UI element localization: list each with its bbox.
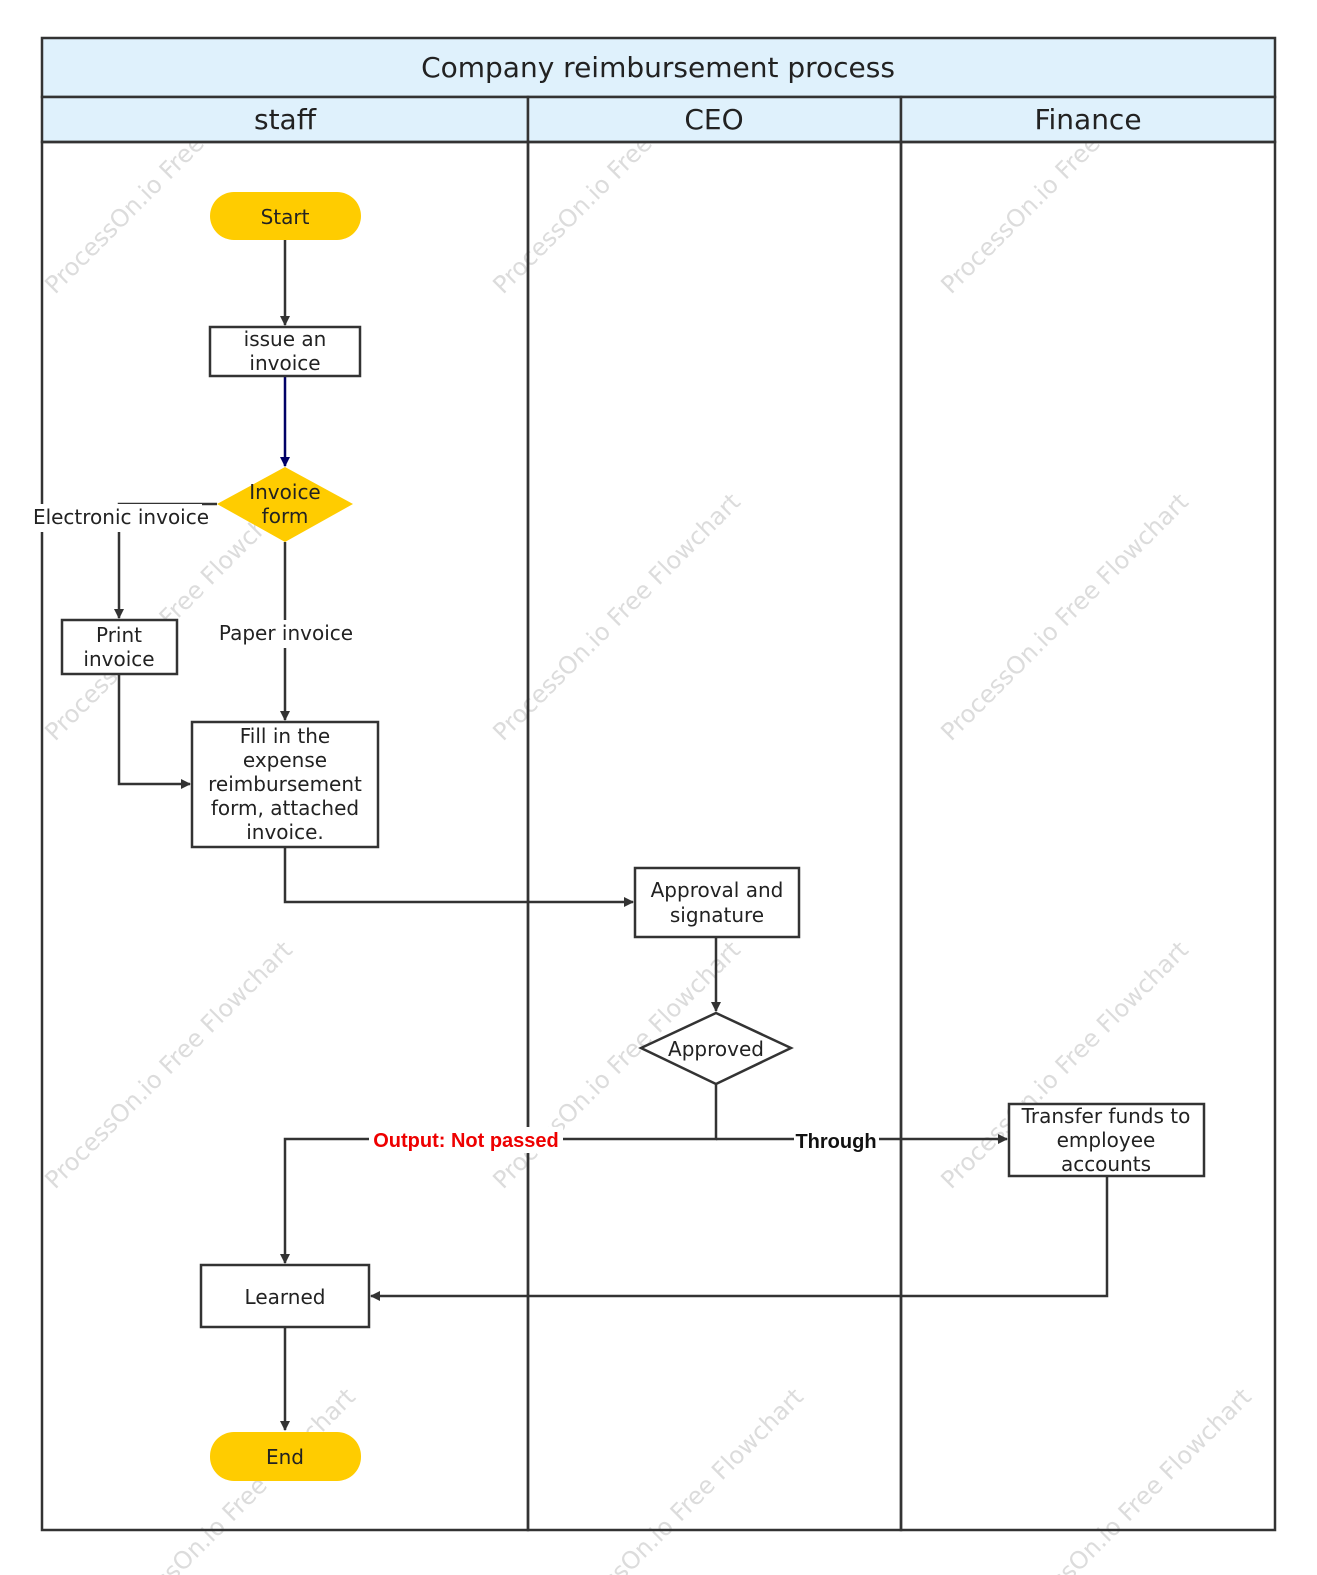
- lane-label-finance: Finance: [1034, 103, 1141, 136]
- process-approval-signature: [633, 866, 801, 939]
- edge-transfer-to-learned: [370, 1176, 1109, 1301]
- print-invoice-line1: Print: [96, 623, 142, 647]
- edge-print-to-fill: [117, 674, 191, 789]
- invoice-form-line2: form: [262, 504, 309, 528]
- edge-fill-to-approval: [283, 847, 634, 907]
- process-learned: [199, 1263, 371, 1329]
- label-mask: [222, 620, 350, 648]
- transfer-line1: Transfer funds to: [1021, 1104, 1191, 1128]
- watermark: ProcessOn.io Free Flowchart: [550, 1383, 808, 1575]
- issue-invoice-line1: issue an: [244, 327, 327, 351]
- print-invoice-line2: invoice: [83, 647, 154, 671]
- edge-label-paper: Paper invoice: [219, 621, 353, 645]
- lane-ceo: [526, 140, 903, 1532]
- decision-invoice-form: [217, 467, 353, 542]
- decision-approved: [638, 1011, 794, 1086]
- edge-labels: Electronic invoice Paper invoice Output:…: [33, 504, 879, 1153]
- fill-form-line5: invoice.: [246, 820, 324, 844]
- approved-label: Approved: [668, 1037, 764, 1061]
- watermark: ProcessOn.io Free Flowchart: [998, 1383, 1256, 1575]
- lane-header-ceo: [526, 95, 903, 144]
- start-label: Start: [261, 205, 310, 229]
- process-transfer-funds: [1007, 1102, 1206, 1178]
- transfer-line2: employee: [1057, 1128, 1156, 1152]
- process-fill-form: [190, 720, 380, 849]
- fill-form-line1: Fill in the: [240, 724, 331, 748]
- lane-finance: [899, 140, 1277, 1532]
- approval-line2: signature: [670, 903, 764, 927]
- start-terminal: [210, 192, 361, 240]
- fill-form-line2: expense: [243, 748, 327, 772]
- nodes: Start issue an invoice Invoice form Prin…: [60, 192, 1206, 1481]
- edge-label-electronic: Electronic invoice: [33, 505, 209, 529]
- lane-label-ceo: CEO: [684, 103, 743, 136]
- lane-label-staff: staff: [254, 103, 317, 136]
- learned-label: Learned: [245, 1285, 326, 1309]
- pool-title: Company reimbursement process: [421, 51, 895, 84]
- fill-form-line3: reimbursement: [208, 772, 362, 796]
- transfer-line3: accounts: [1061, 1152, 1151, 1176]
- label-mask: [794, 1127, 879, 1153]
- end-label: End: [266, 1445, 304, 1469]
- fill-form-line4: form, attached: [211, 796, 359, 820]
- edge-label-through: Through: [795, 1131, 876, 1153]
- watermark: ProcessOn.io Free Flowchart: [487, 488, 745, 746]
- swimlane-pool: Company reimbursement process staff CEO …: [40, 36, 1277, 1532]
- watermark: ProcessOn.io Free Flowchart: [39, 936, 297, 1194]
- process-print-invoice: [60, 618, 179, 676]
- end-terminal: [210, 1432, 361, 1481]
- invoice-form-line1: Invoice: [249, 480, 321, 504]
- process-issue-invoice: [208, 325, 362, 378]
- watermark: ProcessOn.io Free Flowchart: [935, 488, 1193, 746]
- issue-invoice-line2: invoice: [249, 351, 320, 375]
- label-mask: [369, 1127, 563, 1153]
- pool-title-bar: [40, 36, 1277, 99]
- approval-line1: Approval and: [651, 878, 784, 902]
- label-mask: [40, 504, 202, 532]
- edge-label-not-passed: Output: Not passed: [373, 1130, 559, 1152]
